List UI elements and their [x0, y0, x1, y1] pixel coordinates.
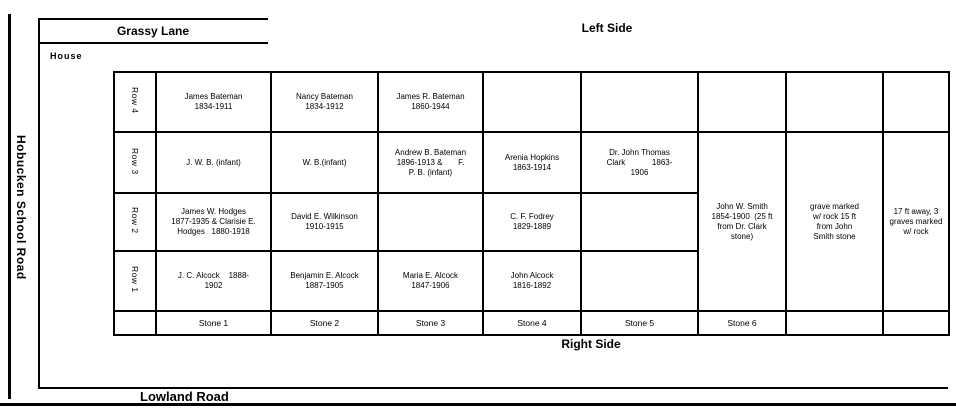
cell-r4-s2: Nancy Bateman 1834-1912 [270, 71, 379, 133]
plot-left-border [38, 18, 40, 388]
cell-r4-s4 [482, 71, 582, 133]
cell-r1-s5 [580, 250, 699, 312]
cell-r1-s4: John Alcock 1816-1892 [482, 250, 582, 312]
cell-r3-s3: Andrew B. Bateman 1896-1913 & F. P. B. (… [377, 131, 484, 194]
stone-row-empty-7 [785, 310, 884, 336]
row-3-header: Row 3 [113, 131, 157, 194]
grassy-lane-band: Grassy Lane [38, 18, 268, 44]
cell-john-w-smith: John W. Smith 1854-1900 (25 ft from Dr. … [697, 131, 787, 312]
hobucken-road-label: Hobucken School Road [14, 134, 28, 280]
row-4-header: Row 4 [113, 71, 157, 133]
row-3-label: Row 3 [130, 147, 140, 175]
cell-r2-s4: C. F. Fodrey 1829-1889 [482, 192, 582, 252]
row-4-label: Row 4 [130, 87, 140, 114]
cell-rock-note-17ft: 17 ft away, 3 graves marked w/ rock [882, 131, 950, 312]
right-side-label: Right Side [561, 337, 621, 351]
stone-5-label: Stone 5 [580, 310, 699, 336]
lowland-road-label: Lowland Road [140, 389, 229, 404]
stone-label-row: Stone 1 Stone 2 Stone 3 Stone 4 Stone 5 … [113, 310, 950, 336]
cell-r2-s1: James W. Hodges 1877-1935 & Clarisie E. … [155, 192, 272, 252]
stone-4-label: Stone 4 [482, 310, 582, 336]
cell-r4-s5 [580, 71, 699, 133]
cell-r3-s2: W. B.(infant) [270, 131, 379, 194]
table-row-4: Row 4 James Bateman 1834-1911 Nancy Bate… [113, 71, 950, 133]
hobucken-road-line [8, 14, 11, 399]
lowland-road-line [0, 403, 956, 406]
stone-1-label: Stone 1 [155, 310, 272, 336]
cell-r1-s3: Maria E. Alcock 1847-1906 [377, 250, 484, 312]
cell-r3-s5: Dr. John Thomas Clark 1863- 1906 [580, 131, 699, 194]
row-2-label: Row 2 [130, 207, 140, 234]
row-1-header: Row 1 [113, 250, 157, 312]
stone-row-empty-8 [882, 310, 950, 336]
plot-bottom-border [38, 387, 948, 389]
cell-r1-s1: J. C. Alcock 1888- 1902 [155, 250, 272, 312]
table-row-3: Row 3 J. W. B. (infant) W. B.(infant) An… [113, 131, 950, 312]
grassy-lane-label: Grassy Lane [116, 24, 190, 38]
cell-r4-c8 [882, 71, 950, 133]
stone-2-label: Stone 2 [270, 310, 379, 336]
graves-table: Row 4 James Bateman 1834-1911 Nancy Bate… [113, 71, 950, 336]
cell-r4-s3: James R. Bateman 1860-1944 [377, 71, 484, 133]
cell-r4-s1: James Bateman 1834-1911 [155, 71, 272, 133]
cell-r4-c7 [785, 71, 884, 133]
cell-r4-s6 [697, 71, 787, 133]
cell-r2-s3 [377, 192, 484, 252]
cell-r3-s1: J. W. B. (infant) [155, 131, 272, 194]
cell-r2-s2: David E. Wilkinson 1910-1915 [270, 192, 379, 252]
row-2-header: Row 2 [113, 192, 157, 252]
left-side-label: Left Side [581, 21, 633, 35]
cell-r2-s5 [580, 192, 699, 252]
stone-row-header [113, 310, 157, 336]
cell-r3-s4: Arenia Hopkins 1863-1914 [482, 131, 582, 194]
table-row-2: Row 2 James W. Hodges 1877-1935 & Claris… [113, 192, 949, 252]
stone-6-label: Stone 6 [697, 310, 787, 336]
house-label: House [50, 51, 83, 61]
cell-rock-note-15ft: grave marked w/ rock 15 ft from John Smi… [785, 131, 884, 312]
stone-3-label: Stone 3 [377, 310, 484, 336]
row-1-label: Row 1 [130, 266, 140, 293]
table-row-1: Row 1 J. C. Alcock 1888- 1902 Benjamin E… [113, 250, 949, 312]
cell-r1-s2: Benjamin E. Alcock 1887-1905 [270, 250, 379, 312]
